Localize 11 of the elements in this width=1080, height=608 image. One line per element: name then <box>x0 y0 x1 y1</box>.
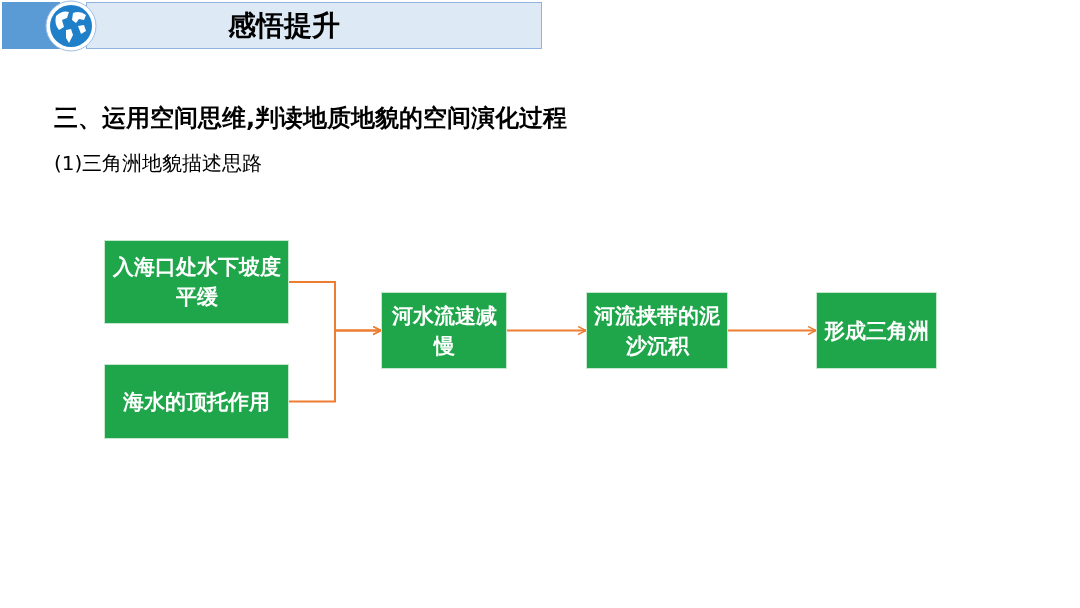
process-box: 河流挟带的泥沙沉积 <box>586 292 728 369</box>
section-heading: 三、运用空间思维,判读地质地貌的空间演化过程 <box>54 103 568 134</box>
arrow <box>506 325 587 336</box>
process-box: 海水的顶托作用 <box>104 364 289 439</box>
page-title: 感悟提升 <box>228 7 341 44</box>
arrow <box>727 325 817 336</box>
process-box: 入海口处水下坡度平缓 <box>104 240 289 324</box>
process-box: 河水流速减慢 <box>381 292 507 369</box>
arrow <box>288 325 382 403</box>
subheading: (1)三角洲地貌描述思路 <box>54 150 263 177</box>
process-box: 形成三角洲 <box>816 292 937 369</box>
